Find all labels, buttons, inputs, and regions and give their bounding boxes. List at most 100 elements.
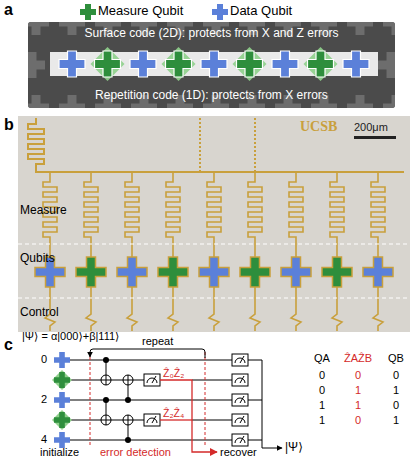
stabilizer-diamond: [162, 47, 196, 81]
lattice-qubit: [28, 52, 45, 78]
measure-qubit: [54, 412, 70, 428]
control-line: [168, 287, 178, 331]
data-qubit: [54, 392, 70, 408]
table-cell: 0: [319, 384, 325, 397]
cnot-gate: [123, 375, 133, 403]
measure-qubit: [322, 257, 352, 287]
measure-qubit: [158, 257, 188, 287]
lattice-qubit: [378, 52, 395, 78]
lattice-qubit: [347, 95, 373, 108]
panel-label: c: [4, 336, 13, 354]
measurement-meter: [232, 354, 248, 366]
lattice-qubit: [383, 95, 395, 108]
code-description: Surface code (2D): protects from X and Z…: [28, 27, 395, 41]
data-qubit: [363, 257, 393, 287]
data-qubit: [343, 51, 369, 77]
stabilizer-label: Ẑ₀Ẑ₂: [163, 367, 184, 379]
table-cell: 0: [319, 369, 325, 382]
measurement-meter: [232, 374, 248, 386]
data-qubit: [54, 352, 70, 368]
stabilizer-diamond: [52, 370, 72, 390]
stabilizer-diamond: [91, 47, 125, 81]
qubit-wire: [70, 440, 232, 441]
measure-qubit: [54, 372, 70, 388]
step-label: recover: [220, 446, 257, 459]
cnot-gate: [101, 397, 111, 425]
legend-symbol: [80, 4, 96, 20]
measurement-meter: [144, 374, 160, 386]
repeat-arrow: [90, 349, 205, 358]
stage-divider: [90, 352, 91, 446]
measure-qubit: [76, 257, 106, 287]
circuit: [52, 349, 282, 452]
measure-qubit: [308, 51, 334, 77]
table-cell: 0: [355, 414, 361, 427]
table-cell: 1: [355, 384, 361, 397]
data-qubit: [199, 257, 229, 287]
measurement-meter: [232, 394, 248, 406]
lattice-qubit: [347, 22, 373, 35]
stabilizer-diamond: [233, 47, 267, 81]
scale-bar: [354, 136, 396, 139]
control-line: [209, 287, 219, 331]
chip-logo: UCSB: [300, 119, 337, 135]
table-cell: 0: [355, 369, 361, 382]
classical-line: [160, 380, 217, 452]
qubit-wire: [192, 420, 232, 421]
stabilizer-diamond: [304, 47, 338, 81]
data-qubit: [54, 432, 70, 448]
scale-label: 200μm: [354, 121, 388, 134]
output-state: |Ψ⟩: [285, 441, 303, 455]
qubit-wire: [70, 380, 144, 381]
legend-text: Measure Qubit: [98, 4, 183, 19]
region-separator: [18, 297, 410, 298]
region-label: Measure: [20, 204, 67, 218]
chip-background: [18, 116, 410, 332]
step-label: error detection: [100, 446, 171, 459]
control-line: [86, 287, 96, 331]
data-qubit: [117, 257, 147, 287]
table-cell: 0: [393, 399, 399, 412]
qubit-wire: [70, 360, 232, 361]
stage-divider: [205, 352, 206, 446]
qubit-wire: [192, 380, 232, 381]
measure-qubit: [166, 51, 192, 77]
table-cell: 1: [393, 384, 399, 397]
table-cell: 1: [355, 399, 361, 412]
qubit-index: 4: [41, 433, 47, 446]
measure-qubit: [240, 257, 270, 287]
control-line: [373, 287, 383, 331]
table-header: QA: [314, 352, 330, 365]
legend-symbol: [212, 4, 228, 20]
table-cell: 1: [319, 414, 325, 427]
measurement-meter: [232, 434, 248, 446]
qubit-wire: [70, 420, 144, 421]
repeat-label: repeat: [142, 335, 173, 348]
region-separator: [18, 243, 410, 244]
bond-line: [199, 118, 201, 172]
lattice-qubit: [59, 22, 85, 35]
table-cell: 1: [393, 414, 399, 427]
lattice-qubit: [28, 95, 49, 108]
control-line: [332, 287, 342, 331]
measurement-meter: [232, 414, 248, 426]
qubit-index: 2: [41, 393, 47, 406]
control-line: [250, 287, 260, 331]
lattice-qubit: [383, 22, 395, 35]
measure-qubit: [95, 51, 121, 77]
feedline: [28, 118, 404, 172]
chip-image: [18, 116, 410, 332]
bond-line: [254, 118, 256, 172]
region-label: Qubits: [20, 252, 55, 266]
region-label: Control: [20, 306, 59, 320]
data-qubit: [130, 51, 156, 77]
table-cell: 1: [319, 399, 325, 412]
table-header: ẐAẐB: [344, 352, 372, 365]
legend-text: Data Qubit: [230, 4, 292, 19]
output-bracket: [248, 360, 282, 448]
panel-label: a: [4, 1, 13, 19]
control-line: [291, 287, 301, 331]
stabilizer-label: Ẑ₂Ẑ₄: [163, 407, 184, 419]
qubit-wire: [70, 400, 232, 401]
